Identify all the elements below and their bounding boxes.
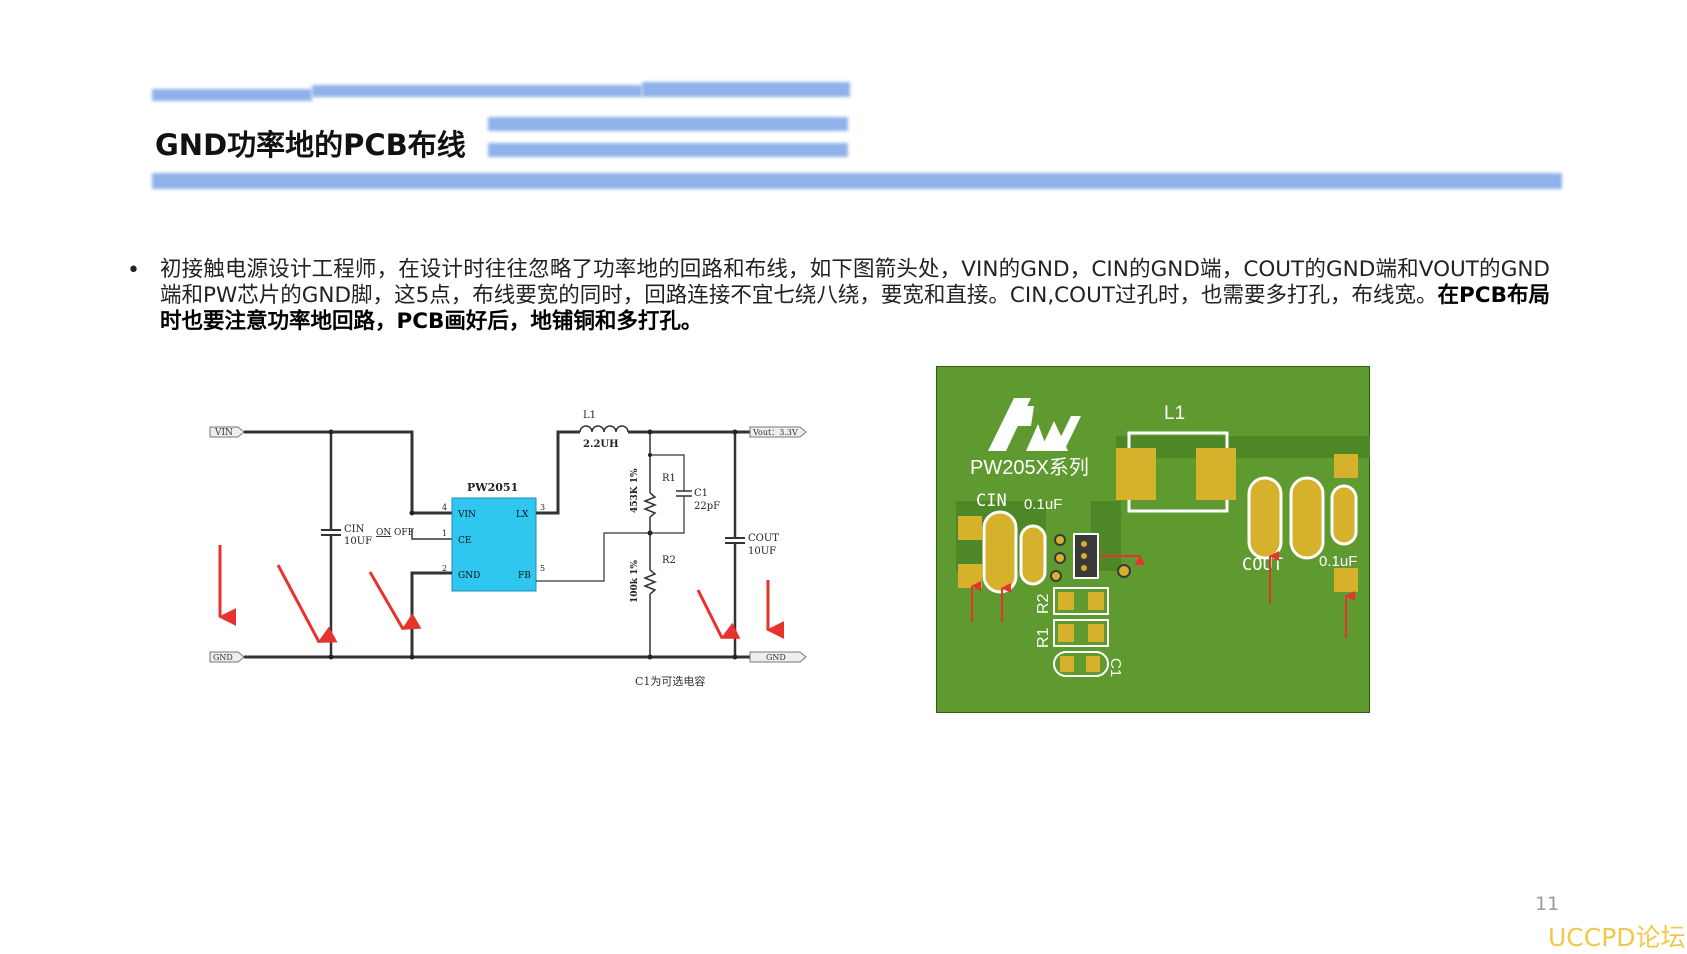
vout-label: Vout：3.3V — [752, 428, 798, 437]
header-bar-4 — [488, 117, 848, 131]
vin-label: VIN — [214, 428, 233, 438]
chip-body — [451, 497, 537, 592]
pin-num-3: 3 — [540, 503, 545, 512]
cin-value: 10UF — [344, 536, 372, 547]
pcb-r1-label: R1 — [1035, 627, 1052, 648]
pin-vin: VIN — [457, 510, 476, 520]
inductor-value: 2.2UH — [583, 439, 619, 450]
header-bar-5 — [488, 143, 848, 157]
pin-lx: LX — [516, 510, 529, 520]
pcb-r1-pad-1 — [1058, 624, 1074, 642]
r1-resistor — [642, 492, 658, 518]
gnd-arrows — [218, 545, 785, 643]
c1-wire — [650, 454, 685, 534]
pcb-r1-outline — [1053, 619, 1109, 647]
pcb-layout-image: PW205X系列 L1 CIN 0.1uF R2 R1 C1 COUT 0.1u… — [936, 366, 1370, 713]
switch-wire — [411, 529, 452, 540]
pcb-l1-pad-2 — [1196, 448, 1236, 500]
pin-ce: CE — [458, 536, 471, 546]
fb-wire — [536, 532, 650, 582]
pin-gnd: GND — [458, 571, 480, 581]
r1-value: 453K 1% — [630, 468, 640, 513]
pcb-pad-b — [958, 564, 982, 588]
chip-gnd-wire — [410, 571, 452, 657]
r2-resistor — [642, 569, 658, 595]
pcb-cin-cap-label: 0.1uF — [1024, 496, 1062, 513]
page-number: 11 — [1535, 893, 1560, 915]
junction-dots — [328, 429, 738, 660]
cin-name: CIN — [344, 524, 365, 535]
body-paragraph: 初接触电源设计工程师，在设计时往往忽略了功率地的回路和布线，如下图箭头处，VIN… — [160, 257, 1550, 335]
chip-name: PW2051 — [467, 481, 518, 494]
pcb-cout-body-2 — [1289, 476, 1325, 560]
pcb-r1-pad-2 — [1088, 624, 1104, 642]
gnd-left-label: GND — [213, 653, 233, 662]
body-text-bold: 在PCB布局时也要注意功率地回路，PCB画好后，地铺铜和多打孔。 — [160, 283, 1550, 334]
inductor-coil — [579, 425, 629, 433]
pcb-r2-pad-1 — [1058, 592, 1074, 610]
pcb-pad-c — [1334, 454, 1358, 478]
pcb-cout-body-3 — [1330, 484, 1358, 546]
watermark: UCCPD论坛 — [1548, 923, 1686, 952]
pcb-cin2-body — [1019, 524, 1047, 586]
pin-fb: FB — [518, 571, 531, 581]
pin-num-2: 2 — [442, 564, 447, 573]
gnd-left-flag — [209, 651, 245, 663]
cout-name: COUT — [748, 533, 779, 544]
pcb-cin-label: CIN — [976, 491, 1007, 511]
pcb-l1-pad-1 — [1116, 448, 1156, 500]
pcb-cout-label: COUT — [1242, 555, 1283, 575]
pin-num-1: 1 — [442, 529, 447, 538]
switch-off: OFF — [394, 528, 414, 538]
pcb-cin-body — [982, 510, 1018, 594]
pcb-c1-label: C1 — [1107, 658, 1124, 677]
pin-num-4: 4 — [442, 503, 447, 512]
gnd-right-label: GND — [766, 653, 786, 662]
pcb-cout-body-1 — [1247, 476, 1283, 560]
c1-name: C1 — [694, 488, 708, 499]
header-bar-1 — [152, 89, 312, 101]
vin-flag — [209, 426, 245, 438]
body-text-normal: 初接触电源设计工程师，在设计时往往忽略了功率地的回路和布线，如下图箭头处，VIN… — [160, 257, 1550, 308]
lx-wire — [536, 430, 580, 515]
schematic-caption: C1为可选电容 — [635, 674, 705, 688]
pcb-r2-label: R2 — [1035, 593, 1052, 614]
pcb-pad-a — [958, 516, 982, 540]
pcb-c1-outline — [1053, 651, 1109, 677]
header-bar-3 — [642, 82, 850, 97]
gnd-right-flag — [749, 651, 807, 663]
c1-value: 22pF — [694, 501, 720, 512]
pcb-l1-label: L1 — [1164, 403, 1185, 424]
header-bar-2 — [312, 85, 642, 97]
pcb-cout-cap-label: 0.1uF — [1319, 553, 1357, 570]
bullet-dot: • — [127, 258, 140, 283]
pcb-pad-d — [1334, 568, 1358, 592]
vout-flag — [749, 426, 807, 438]
r2-value: 100k 1% — [630, 560, 640, 603]
pcb-vias — [1050, 534, 1131, 582]
inductor-name: L1 — [583, 410, 596, 421]
pcb-r2-pad-2 — [1088, 592, 1104, 610]
pcb-gnd-arrows — [971, 551, 1355, 638]
r2-name: R2 — [662, 555, 676, 566]
circuit-schematic: VIN CIN 10UF ON OFF PW2051 VIN LX CE GND… — [209, 410, 807, 688]
vin-rail — [244, 430, 452, 515]
pcb-c1-pad-1 — [1060, 656, 1074, 672]
pin-num-5: 5 — [540, 564, 545, 573]
pw-logo — [988, 398, 1081, 451]
page-title: GND功率地的PCB布线 — [155, 128, 466, 162]
pcb-c1-pad-2 — [1086, 656, 1100, 672]
pcb-r2-outline — [1053, 587, 1109, 615]
header-bar-wide — [152, 173, 1562, 189]
cout-value: 10UF — [748, 546, 776, 557]
pcb-logo-text: PW205X系列 — [970, 456, 1089, 479]
switch-on: ON — [376, 528, 391, 538]
r1-name: R1 — [662, 473, 676, 484]
